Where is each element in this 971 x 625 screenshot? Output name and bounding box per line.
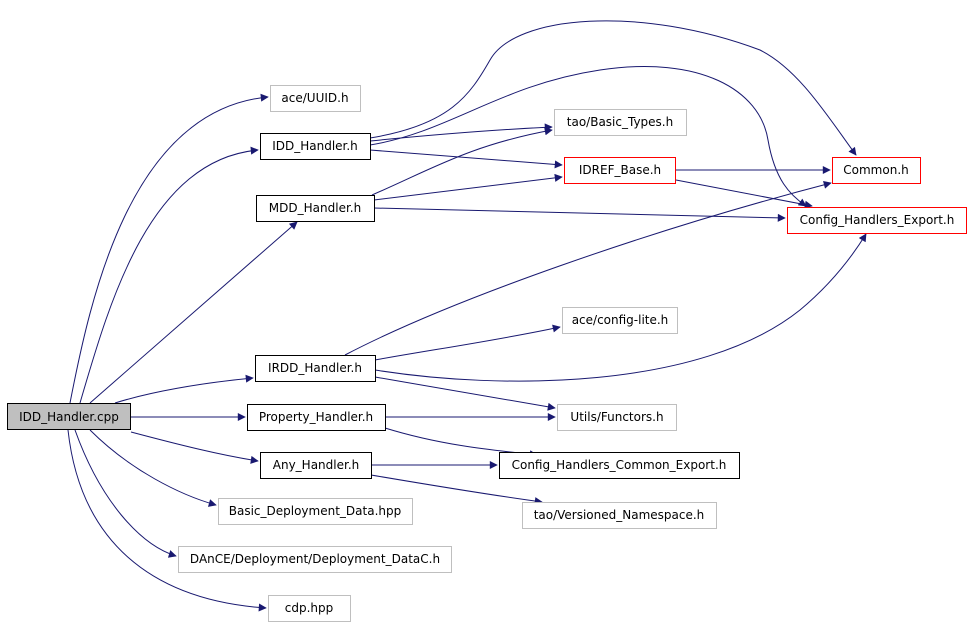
edge-irdd-h-config-lite [374, 324, 561, 361]
node-cdp-hpp[interactable]: cdp.hpp [268, 595, 351, 622]
edge-idref-config-export [675, 179, 813, 209]
svg-text:Config_Handlers_Export.h[interactable]: Config_Handlers_Export.h [800, 213, 955, 227]
edge-cpp-deploy-datac [74, 429, 177, 558]
svg-text:IRDD_Handler.h[interactable]: IRDD_Handler.h [268, 361, 362, 375]
svg-text:Property_Handler.h[interactable]: Property_Handler.h [259, 410, 373, 424]
svg-text:tao/Versioned_Namespace.h[interactable]: tao/Versioned_Namespace.h [534, 508, 705, 522]
node-idd-handler-h[interactable]: IDD_Handler.h [260, 133, 371, 160]
edge-mdd-h-basic-types [371, 127, 553, 196]
svg-text:Common.h[interactable]: Common.h [843, 163, 908, 177]
edge-any-h-versioned [370, 474, 543, 506]
edge-cpp-irdd-h [114, 374, 254, 404]
node-common[interactable]: Common.h [832, 157, 921, 184]
edge-property-h-common-export [384, 427, 538, 459]
svg-text:ace/config-lite.h[interactable]: ace/config-lite.h [572, 313, 669, 327]
node-config-handlers-export[interactable]: Config_Handlers_Export.h [787, 207, 967, 234]
node-ace-uuid[interactable]: ace/UUID.h [270, 85, 361, 112]
svg-text:Config_Handlers_Common_Export.[interactable]: Config_Handlers_Common_Export.h [512, 458, 727, 472]
edge-idd-h-basic-types [369, 123, 553, 142]
svg-text:MDD_Handler.h[interactable]: MDD_Handler.h [269, 201, 361, 215]
node-any-handler-h[interactable]: Any_Handler.h [260, 452, 372, 479]
edge-cpp-cdp [67, 429, 267, 612]
node-property-handler-h[interactable]: Property_Handler.h [247, 404, 386, 431]
node-irdd-handler-h[interactable]: IRDD_Handler.h [255, 355, 376, 382]
svg-text:cdp.hpp[interactable]: cdp.hpp [285, 601, 334, 615]
node-tao-versioned-namespace[interactable]: tao/Versioned_Namespace.h [522, 502, 717, 529]
node-tao-basic-types[interactable]: tao/Basic_Types.h [554, 109, 687, 136]
node-utils-functors[interactable]: Utils/Functors.h [557, 404, 677, 431]
edge-irdd-h-functors [374, 376, 556, 411]
svg-text:IDD_Handler.cpp: IDD_Handler.cpp [19, 410, 119, 424]
svg-text:IDD_Handler.h[interactable]: IDD_Handler.h [272, 139, 358, 153]
svg-text:ace/UUID.h[interactable]: ace/UUID.h [281, 91, 348, 105]
svg-text:DAnCE/Deployment/Deployment_Da[interactable]: DAnCE/Deployment/Deployment_DataC.h [190, 552, 440, 566]
edge-cpp-any-h [130, 431, 259, 464]
node-mdd-handler-h[interactable]: MDD_Handler.h [256, 195, 375, 222]
node-config-handlers-common-export[interactable]: Config_Handlers_Common_Export.h [499, 452, 740, 479]
edge-irdd-h-common [344, 180, 832, 356]
svg-text:Basic_Deployment_Data.hpp[interactable]: Basic_Deployment_Data.hpp [229, 504, 401, 518]
edge-idd-h-config-export [369, 66, 807, 207]
node-idref-base[interactable]: IDREF_Base.h [564, 157, 676, 184]
edge-idd-h-idref-base [369, 149, 563, 169]
edge-cpp-mdd-h [89, 221, 298, 404]
edge-cpp-basic-deploy [89, 429, 217, 507]
svg-text:tao/Basic_Types.h[interactable]: tao/Basic_Types.h [567, 115, 673, 129]
edge-irdd-h-config-export [374, 233, 867, 382]
svg-text:Utils/Functors.h[interactable]: Utils/Functors.h [570, 410, 663, 424]
edge-mdd-h-idref-base [373, 173, 563, 201]
node-ace-config-lite[interactable]: ace/config-lite.h [562, 307, 678, 334]
edges [67, 20, 867, 612]
node-idd-handler-cpp: IDD_Handler.cpp [7, 403, 131, 430]
nodes: IDD_Handler.cpp ace/UUID.h IDD_Handler.h… [7, 85, 967, 622]
node-deployment-datac[interactable]: DAnCE/Deployment/Deployment_DataC.h [178, 546, 452, 573]
node-basic-deployment-data[interactable]: Basic_Deployment_Data.hpp [218, 498, 413, 525]
edge-mdd-h-config-export [373, 207, 786, 222]
edge-idd-h-common [369, 20, 857, 156]
edge-cpp-uuid [69, 93, 269, 404]
svg-text:Any_Handler.h[interactable]: Any_Handler.h [273, 458, 359, 472]
edge-cpp-idd-h [79, 146, 259, 404]
svg-text:IDREF_Base.h[interactable]: IDREF_Base.h [579, 163, 661, 177]
